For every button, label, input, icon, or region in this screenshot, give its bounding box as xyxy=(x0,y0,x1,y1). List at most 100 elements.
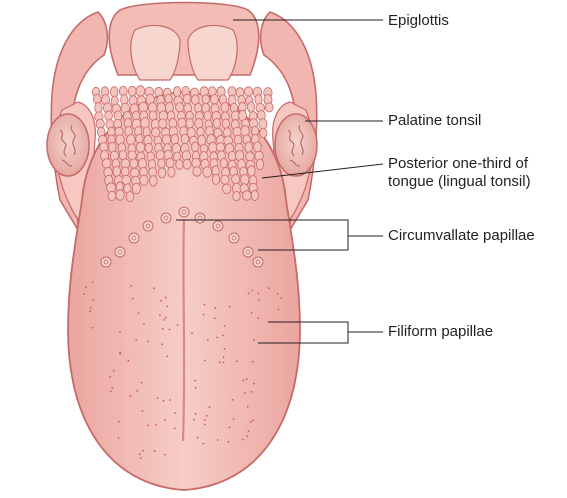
filiform-dot xyxy=(157,397,159,399)
filiform-dot xyxy=(163,400,165,402)
filiform-dot xyxy=(224,325,226,327)
filiform-dot xyxy=(229,427,231,429)
lingual-nodule xyxy=(136,86,145,97)
filiform-dot xyxy=(248,430,250,432)
lingual-nodule xyxy=(228,151,236,160)
lingual-nodule xyxy=(212,174,219,184)
filiform-dot xyxy=(164,454,166,456)
filiform-dot xyxy=(253,339,255,341)
label-posterior-third-line2: tongue (lingual tonsil) xyxy=(388,173,531,191)
filiform-dot xyxy=(147,424,149,426)
lingual-nodule xyxy=(162,135,170,145)
lingual-nodule xyxy=(260,128,267,137)
filiform-dot xyxy=(268,287,270,289)
filiform-dot xyxy=(113,370,115,372)
filiform-dot xyxy=(193,419,195,421)
filiform-dot xyxy=(195,387,197,389)
filiform-dot xyxy=(162,328,164,330)
circumvallate-papilla xyxy=(243,247,253,257)
lingual-nodule xyxy=(183,94,191,104)
lingual-nodule xyxy=(116,190,124,201)
lingual-nodule xyxy=(209,142,217,153)
lingual-nodule xyxy=(141,118,150,129)
filiform-dot xyxy=(92,299,94,301)
circumvallate-papilla xyxy=(115,247,125,257)
lingual-nodule xyxy=(232,174,240,184)
filiform-dot xyxy=(257,317,259,319)
filiform-dot xyxy=(203,314,205,316)
lingual-nodule xyxy=(176,160,183,170)
lingual-nodule xyxy=(243,191,252,200)
lingual-nodule xyxy=(102,159,111,169)
lingual-nodule xyxy=(244,87,252,96)
filiform-dot xyxy=(251,290,253,292)
lingual-nodule xyxy=(128,86,136,96)
filiform-dot xyxy=(85,286,87,288)
filiform-dot xyxy=(202,443,204,445)
filiform-dot xyxy=(247,406,249,408)
filiform-dot xyxy=(163,319,165,321)
lingual-nodule xyxy=(158,168,165,178)
lingual-nodule xyxy=(251,190,258,200)
filiform-dot xyxy=(252,420,254,422)
lingual-nodule xyxy=(183,159,191,169)
lingual-nodule xyxy=(95,103,102,114)
filiform-dot xyxy=(223,362,225,364)
filiform-dot xyxy=(139,453,141,455)
label-palatine-tonsil: Palatine tonsil xyxy=(388,112,481,130)
lingual-nodule xyxy=(203,167,212,178)
filiform-dot xyxy=(174,428,176,430)
filiform-dot xyxy=(160,300,162,302)
lingual-nodule xyxy=(181,134,189,144)
filiform-dot xyxy=(165,297,167,299)
circumvallate-papilla xyxy=(229,233,239,243)
lingual-nodule xyxy=(221,175,229,184)
filiform-dot xyxy=(248,292,250,294)
filiform-dot xyxy=(169,399,171,401)
filiform-dot xyxy=(110,391,112,393)
lingual-nodule xyxy=(192,142,199,152)
filiform-dot xyxy=(155,424,157,426)
filiform-dot xyxy=(251,391,253,393)
circumvallate-papilla xyxy=(195,213,205,223)
lingual-nodule xyxy=(132,183,140,193)
circumvallate-papilla xyxy=(143,221,153,231)
filiform-dot xyxy=(250,421,252,423)
filiform-dot xyxy=(209,406,211,408)
filiform-dot xyxy=(223,356,225,358)
filiform-dot xyxy=(89,310,91,312)
lingual-nodule xyxy=(246,152,254,161)
filiform-dot xyxy=(141,382,143,384)
label-filiform-papillae: Filiform papillae xyxy=(388,323,493,341)
filiform-dot xyxy=(252,361,254,363)
lingual-nodule xyxy=(204,111,211,120)
filiform-dot xyxy=(253,383,255,385)
filiform-dot xyxy=(232,399,234,401)
circumvallate-papilla xyxy=(253,257,263,267)
lingual-nodule xyxy=(193,167,201,176)
lingual-nodule xyxy=(113,166,120,177)
lingual-nodule xyxy=(247,102,254,112)
circumvallate-papilla xyxy=(213,221,223,231)
filiform-dot xyxy=(142,450,144,452)
filiform-dot xyxy=(204,360,206,362)
filiform-dot xyxy=(246,435,248,437)
filiform-dot xyxy=(278,309,280,311)
circumvallate-papilla xyxy=(161,213,171,223)
right-palatine-tonsil xyxy=(275,114,317,176)
filiform-dot xyxy=(111,387,113,389)
filiform-dot xyxy=(277,293,279,295)
filiform-dot xyxy=(242,380,244,382)
lingual-nodule xyxy=(265,103,273,112)
filiform-dot xyxy=(119,352,121,354)
lingual-nodule xyxy=(176,103,184,112)
filiform-dot xyxy=(127,360,129,362)
filiform-dot xyxy=(140,457,142,459)
filiform-dot xyxy=(214,317,216,319)
filiform-dot xyxy=(138,312,140,314)
filiform-dot xyxy=(159,314,161,316)
filiform-dot xyxy=(118,437,120,439)
filiform-dot xyxy=(147,341,149,343)
lingual-nodule xyxy=(156,151,165,160)
